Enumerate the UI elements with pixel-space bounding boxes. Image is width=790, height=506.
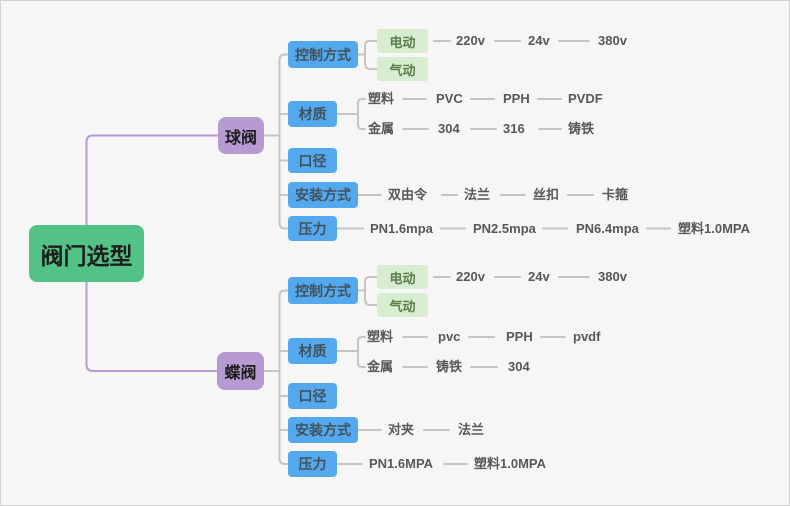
leaf-pn16[interactable]: PN1.6mpa <box>370 221 433 236</box>
branch-node-butterfly-valve[interactable]: 蝶阀 <box>217 352 264 390</box>
leaf-pph[interactable]: PPH <box>506 329 533 344</box>
subnode-pneumatic[interactable]: 气动 <box>377 293 428 317</box>
leaf-304[interactable]: 304 <box>438 121 460 136</box>
category-install-mode[interactable]: 安装方式 <box>288 417 358 443</box>
leaf-plastic[interactable]: 塑料 <box>368 91 395 106</box>
leaf-metal[interactable]: 金属 <box>367 359 394 374</box>
leaf-voltage-220v[interactable]: 220v <box>456 33 485 48</box>
leaf-metal[interactable]: 金属 <box>368 121 395 136</box>
leaf-voltage-24v[interactable]: 24v <box>528 269 550 284</box>
leaf-pvdf[interactable]: PVDF <box>568 91 603 106</box>
category-material[interactable]: 材质 <box>288 101 337 127</box>
butterfly-valve-connectors <box>263 276 590 465</box>
leaf-pvdf[interactable]: pvdf <box>573 329 601 344</box>
category-control-mode[interactable]: 控制方式 <box>288 277 358 304</box>
category-pressure[interactable]: 压力 <box>288 216 337 241</box>
ball-valve-connectors <box>263 40 671 230</box>
leaf-pvc[interactable]: pvc <box>438 329 461 344</box>
category-diameter[interactable]: 口径 <box>288 383 337 409</box>
leaf-voltage-380v[interactable]: 380v <box>598 269 627 284</box>
leaf-flange[interactable]: 法兰 <box>458 422 485 437</box>
category-pressure[interactable]: 压力 <box>288 451 337 477</box>
category-install-mode[interactable]: 安装方式 <box>288 182 358 208</box>
leaf-voltage-220v[interactable]: 220v <box>456 269 485 284</box>
leaf-union[interactable]: 双由令 <box>388 187 428 202</box>
leaf-cast-iron[interactable]: 铸铁 <box>436 359 463 374</box>
leaf-pn64[interactable]: PN6.4mpa <box>576 221 639 236</box>
leaf-clamp[interactable]: 卡箍 <box>602 187 629 202</box>
leaf-316[interactable]: 316 <box>503 121 525 136</box>
leaf-voltage-24v[interactable]: 24v <box>528 33 550 48</box>
subnode-electric[interactable]: 电动 <box>377 29 428 53</box>
leaf-pvc[interactable]: PVC <box>436 91 463 106</box>
leaf-voltage-380v[interactable]: 380v <box>598 33 627 48</box>
leaf-cast-iron[interactable]: 铸铁 <box>568 121 595 136</box>
root-node-valve-selection[interactable]: 阀门选型 <box>29 225 144 282</box>
root-branch-connectors <box>85 134 219 372</box>
subnode-electric[interactable]: 电动 <box>377 265 428 289</box>
leaf-plastic-10mpa[interactable]: 塑料1.0MPA <box>678 221 750 236</box>
category-diameter[interactable]: 口径 <box>288 148 337 173</box>
subnode-pneumatic[interactable]: 气动 <box>377 57 428 81</box>
leaf-wafer[interactable]: 对夹 <box>388 422 415 437</box>
leaf-pph[interactable]: PPH <box>503 91 530 106</box>
category-control-mode[interactable]: 控制方式 <box>288 41 358 68</box>
leaf-flange[interactable]: 法兰 <box>464 187 491 202</box>
leaf-plastic[interactable]: 塑料 <box>367 329 394 344</box>
leaf-pn16[interactable]: PN1.6MPA <box>369 456 434 471</box>
leaf-thread[interactable]: 丝扣 <box>533 187 560 202</box>
leaf-304[interactable]: 304 <box>508 359 530 374</box>
leaf-pn25[interactable]: PN2.5mpa <box>473 221 536 236</box>
branch-node-ball-valve[interactable]: 球阀 <box>218 117 264 154</box>
category-material[interactable]: 材质 <box>288 338 337 364</box>
leaf-plastic-10mpa[interactable]: 塑料1.0MPA <box>474 456 546 471</box>
